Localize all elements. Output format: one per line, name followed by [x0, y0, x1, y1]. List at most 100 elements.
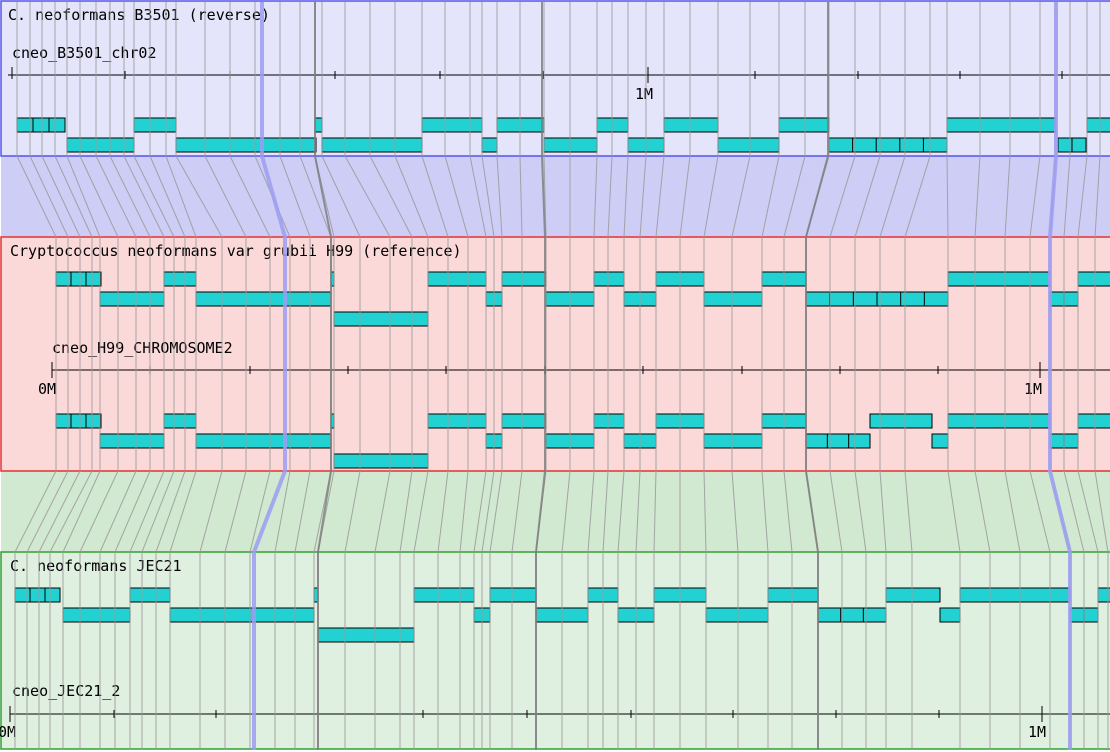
band-h99-jec21 — [1, 471, 1110, 552]
chromosome-label-h99: cneo_H99_CHROMOSOME2 — [52, 339, 233, 357]
chromosome-label-b3501: cneo_B3501_chr02 — [12, 44, 157, 62]
tick-label-jec21-0m: 0M — [0, 723, 16, 741]
block-jec21 — [169, 607, 315, 623]
synteny-link-line — [1077, 2, 1099, 750]
synteny-link-line — [1063, 2, 1085, 750]
synteny-link-line — [1004, 2, 1021, 750]
synteny-link-line — [761, 2, 780, 750]
synteny-link-line — [1094, 2, 1109, 750]
block-h99-upper — [1077, 271, 1110, 287]
block-h99-lower — [593, 413, 625, 429]
synteny-link-line — [321, 2, 361, 750]
block-jec21 — [939, 607, 961, 623]
block-h99-lower — [163, 413, 197, 429]
block-h99-upper — [947, 271, 1051, 287]
block-h99-lower — [805, 433, 871, 449]
synteny-link-line — [444, 2, 469, 750]
synteny-link-line — [561, 2, 571, 750]
synteny-link-line — [617, 2, 629, 750]
block-b3501 — [828, 137, 948, 153]
block-h99-lower — [931, 433, 949, 449]
synteny-link-line — [854, 2, 881, 750]
block-b3501 — [778, 117, 830, 133]
block-h99-upper — [163, 271, 197, 287]
synteny-link-line — [175, 2, 223, 750]
block-h99-upper — [195, 291, 332, 307]
synteny-link-line — [165, 2, 197, 750]
synteny-link-strong — [535, 2, 546, 750]
chromosome-label-jec21: cneo_JEC21_2 — [12, 682, 120, 700]
synteny-link-line — [635, 2, 647, 750]
track-title-h99: Cryptococcus neoformans var grubii H99 (… — [10, 242, 462, 260]
synteny-link-highlight — [252, 2, 287, 750]
synteny-link-line — [279, 2, 311, 750]
block-h99-upper — [99, 291, 165, 307]
block-jec21 — [489, 587, 537, 603]
block-h99-lower — [501, 413, 547, 429]
synteny-link-line — [229, 2, 271, 750]
block-h99-upper — [593, 271, 625, 287]
synteny-link-line — [602, 2, 613, 750]
block-jec21 — [885, 587, 941, 603]
block-b3501 — [717, 137, 780, 153]
synteny-link-line — [369, 2, 413, 750]
synteny-link-line — [109, 2, 151, 750]
synteny-link-line — [149, 2, 186, 750]
block-h99-upper — [55, 271, 102, 287]
block-jec21 — [413, 587, 475, 603]
tick-label-b3501-1m: 1M — [635, 85, 653, 103]
block-h99-lower — [99, 433, 165, 449]
block-jec21 — [129, 587, 171, 603]
synteny-link-line — [469, 2, 487, 750]
synteny-link-line — [481, 2, 495, 750]
synteny-link-line — [679, 2, 691, 750]
block-b3501 — [314, 117, 323, 133]
synteny-link-line — [394, 2, 429, 750]
tick-label-h99-0m: 0M — [38, 380, 56, 398]
block-jec21 — [14, 587, 61, 603]
synteny-link-line — [1029, 2, 1051, 750]
block-b3501 — [175, 137, 317, 153]
block-b3501 — [16, 117, 66, 133]
block-h99-lower — [333, 453, 429, 469]
synteny-link-line — [204, 2, 247, 750]
synteny-link-line — [95, 2, 137, 750]
block-b3501 — [481, 137, 498, 153]
synteny-link-line — [946, 2, 961, 750]
block-jec21 — [705, 607, 769, 623]
block-h99-lower — [195, 433, 332, 449]
block-b3501 — [133, 117, 177, 133]
synteny-link-line — [254, 2, 291, 750]
track-panel-jec21[interactable] — [0, 551, 1110, 750]
synteny-link-strong — [805, 2, 829, 750]
block-jec21 — [817, 607, 887, 623]
synteny-link-line — [26, 2, 69, 750]
synteny-link-line — [879, 2, 906, 750]
track-panel-b3501[interactable] — [0, 0, 1110, 157]
block-h99-lower — [1077, 413, 1110, 429]
block-h99-upper — [501, 271, 547, 287]
synteny-link-line — [587, 2, 598, 750]
synteny-link-line — [511, 2, 523, 750]
block-h99-upper — [703, 291, 763, 307]
synteny-link-line — [829, 2, 856, 750]
block-h99-lower — [427, 413, 487, 429]
block-jec21 — [62, 607, 131, 623]
blocks-jec21 — [14, 587, 1110, 643]
block-b3501 — [421, 117, 483, 133]
synteny-link-line — [731, 2, 751, 750]
synteny-link-line — [14, 2, 57, 750]
synteny-link-line — [904, 2, 931, 750]
synteny-link-highlight — [1048, 2, 1072, 750]
synteny-link-line — [123, 2, 165, 750]
block-h99-lower — [55, 413, 102, 429]
block-b3501 — [663, 117, 719, 133]
synteny-link-line — [38, 2, 81, 750]
block-h99-upper — [333, 311, 429, 327]
track-title-jec21: C. neoformans JEC21 — [10, 557, 182, 575]
tick-label-h99-1m: 1M — [1024, 380, 1042, 398]
synteny-link-line — [653, 2, 665, 750]
tick-label-jec21-1m: 1M — [1028, 723, 1046, 741]
synteny-link-line — [489, 2, 503, 750]
